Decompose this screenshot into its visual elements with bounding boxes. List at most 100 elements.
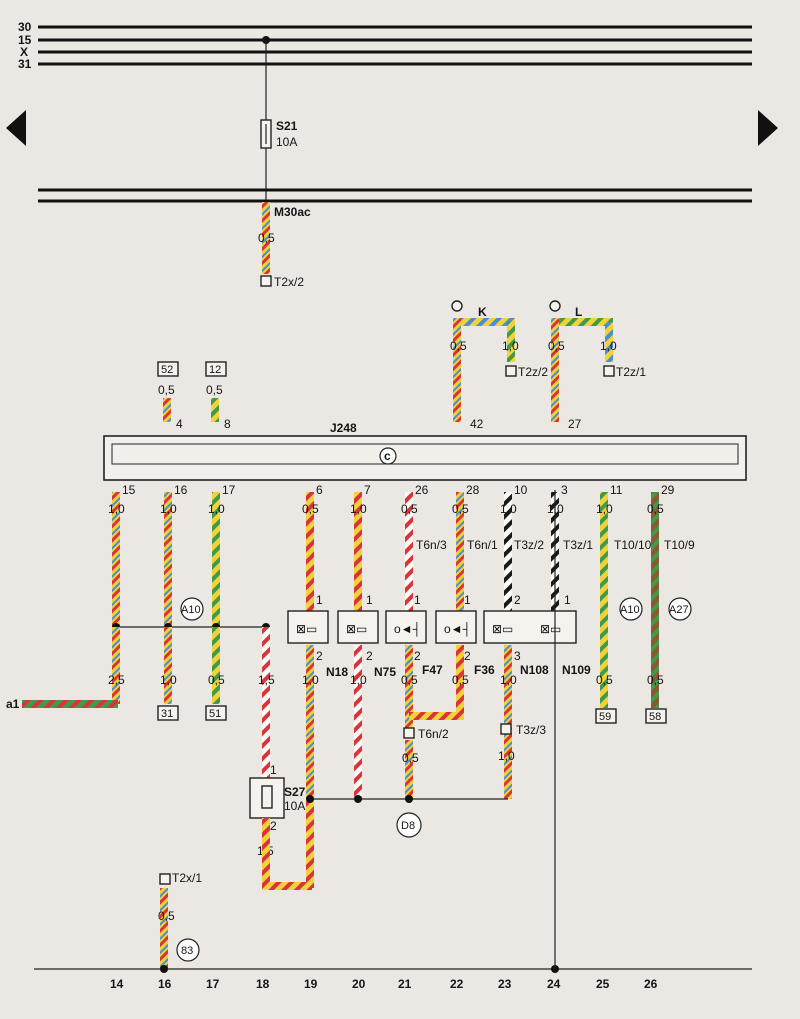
wire-pin-8 [211,398,219,422]
wire-bottom-16 [160,888,168,968]
k-size-2: 1,0 [502,339,519,353]
wire-pin-26 [405,492,413,611]
wire-lower [405,645,413,728]
ecu-bottom-pin: 17 [222,483,236,497]
svg-text:o◄┤: o◄┤ [444,622,471,637]
wire-pin-11 [600,492,608,700]
lower-size: 2,5 [108,673,125,687]
comp-n18: N18 [326,665,348,679]
comp-n75: N75 [374,665,396,679]
ecu-top-pin-42: 42 [470,417,484,431]
column-number: 21 [398,977,412,991]
connector-l-label: L [575,305,582,319]
lower-box-58: 58 [649,711,661,723]
ecu-bottom-pin: 7 [364,483,371,497]
ecu-bottom-pin: 11 [610,483,623,497]
ecu-bottom-pin: 28 [466,483,480,497]
wire-lower [112,627,120,704]
comp-pin-2: 2 [366,649,373,663]
wire-pin-7 [354,492,362,611]
svg-text:⊠▭: ⊠▭ [540,622,561,636]
t3z3-size: 1,0 [498,749,515,763]
lower-boxes: 31 51 59 58 [157,705,667,724]
ecu-j248-outer [103,435,747,481]
wire-lower [262,627,270,778]
comp-pin-1: 1 [316,593,323,607]
wire-lower [354,645,362,799]
connector-icon [403,727,415,739]
comp-n108: N108 [520,663,549,677]
side-conn-t6n3: T6n/3 [416,538,447,552]
lower-size: 1,0 [302,673,319,687]
wire-pin-17 [212,492,220,700]
bus-label-15: 15 [18,33,32,47]
fuse-s27-pin2: 2 [270,819,277,833]
svg-text:o◄┤: o◄┤ [394,622,421,637]
ecu-top-pin-8-size: 0,5 [206,383,223,397]
side-conn-t10-10: T10/10 [614,538,652,552]
wire-19-down [306,799,314,888]
connector-t2z1-icon [603,365,615,377]
ground-point-icon [396,812,422,838]
reference-marks: A10 A10 A27 [180,597,692,621]
wire-pin-29 [651,492,659,700]
ref-a10-right: A10 [620,604,640,616]
wire-pin-28 [456,492,464,611]
l-size-2: 1,0 [600,339,617,353]
connector-k-label: K [478,305,487,319]
side-conn-t3z1: T3z/1 [563,538,593,552]
ecu-bottom-pin-size: 0,5 [647,502,664,516]
wire-lower [456,645,464,716]
triangle-left-icon[interactable] [6,110,26,146]
ecu-top-pin-8: 8 [224,417,231,431]
comp-f36: F36 [474,663,495,677]
ecu-top-box-52-label: 52 [161,364,173,376]
connector-t2z2-label: T2z/2 [518,365,548,379]
m30ac-size: 0,5 [258,231,275,245]
wire-pin-10 [504,492,512,611]
lower-box-31: 31 [161,708,173,720]
column-number: 18 [256,977,270,991]
wire-l-horizontal [555,318,613,326]
column-number: 23 [498,977,512,991]
triangle-right-icon[interactable] [758,110,778,146]
wire-pin-27 [551,318,559,422]
ecu-bottom-pin-size: 1,0 [108,502,125,516]
column-number: 22 [450,977,464,991]
ecu-bottom-pin-size: 1,0 [160,502,177,516]
ecu-symbol-ring [379,447,397,465]
ecu-bottom-pin-size: 0,5 [302,502,319,516]
m30ac-label: M30ac [274,205,311,219]
column-number: 19 [304,977,318,991]
valve-icon [287,610,329,644]
fuse-s27-group: 1 S27 10A 2 1,5 [249,763,312,890]
lower-size: 0,5 [401,673,418,687]
wire-pin-15 [112,492,120,700]
wire-t3z3-out [504,736,512,799]
t3z3-label: T3z/3 [516,723,546,737]
bus-label-30: 30 [18,20,32,34]
bus-label-x: X [20,45,28,59]
comp-pin-3: 3 [514,649,521,663]
lower-size: 1,5 [258,673,275,687]
ecu-bottom-pin-size: 0,5 [401,502,418,516]
junction-dot [306,795,314,803]
ecu-j248: J248 c [103,421,747,481]
ecu-bottom-pin: 29 [661,483,675,497]
junction-dot [405,795,413,803]
components: ⊠▭ ⊠▭ o◄┤ o◄┤ ⊠▭ ⊠▭ 1 1 1 1 2 1 2 2 2 2 … [287,593,591,679]
lower-size: 0,5 [647,673,664,687]
svg-text:⊠▭: ⊠▭ [492,622,513,636]
lower-size: 0,5 [596,673,613,687]
bus-lines: 30 15 X 31 [18,20,752,71]
ecu-bottom-pin-size: 1,0 [350,502,367,516]
connector-icon [500,723,512,735]
wire-k-horizontal [457,318,515,326]
t6n2-size: 0,5 [402,751,419,765]
valve-icon [337,610,379,644]
wire-a1 [22,700,118,708]
